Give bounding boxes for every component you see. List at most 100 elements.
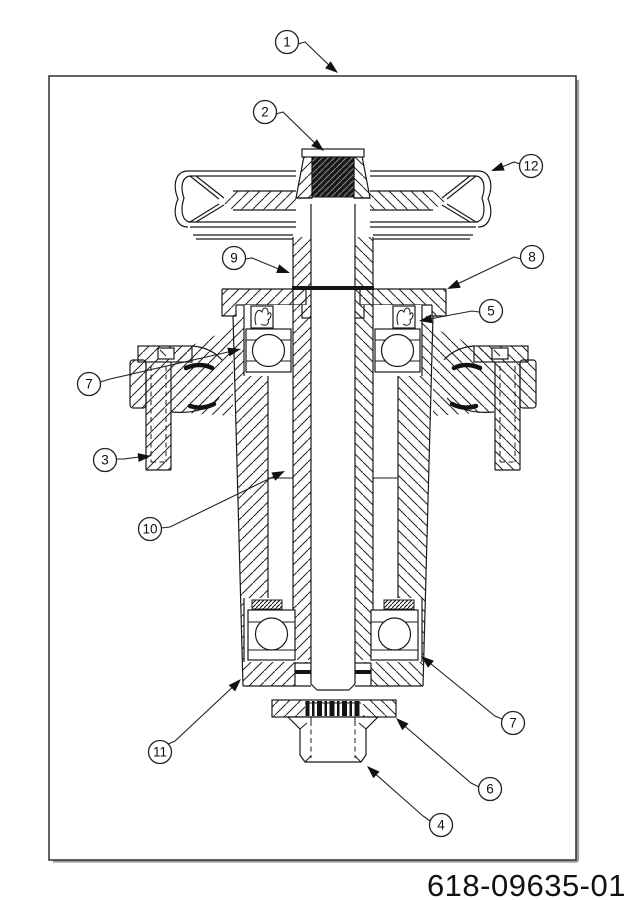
shaft-stud-bolt (295, 148, 371, 199)
bearing-ball (380, 333, 415, 368)
callout-label: 7 (509, 716, 517, 731)
callout-5: 5 (419, 298, 504, 324)
bearing-retainer (383, 599, 415, 610)
callout-9: 9 (221, 245, 290, 273)
stud-washer (301, 148, 365, 158)
arrowhead (227, 347, 241, 357)
callout-label: 9 (230, 251, 238, 266)
collar-right (355, 305, 364, 318)
shaft-shoulder (292, 286, 374, 290)
pulley-rim-right (475, 170, 492, 228)
pulley-rim-left (174, 170, 191, 228)
arrowhead (396, 718, 409, 731)
arrowhead (419, 314, 433, 324)
bearing-bottom-left (247, 599, 296, 661)
arrowhead (491, 162, 505, 171)
pulley (174, 170, 492, 240)
pulley-web-left (219, 191, 296, 210)
callout-label: 2 (261, 105, 269, 120)
fillet-shadow (451, 362, 483, 371)
mounting-arm-right (433, 328, 537, 471)
callout-label: 8 (528, 250, 536, 265)
bearing-seal (396, 307, 414, 326)
hidden-thread (310, 721, 356, 758)
plate-foot-left (222, 305, 236, 316)
spindle-shaft (311, 198, 355, 684)
callout-7-left: 7 (76, 347, 241, 397)
bearing-ball (377, 617, 412, 651)
callout-label: 11 (153, 745, 167, 760)
pulley-web-right (370, 191, 447, 210)
spindle-nut (286, 716, 380, 763)
callout-label: 7 (85, 377, 93, 392)
callout-10: 10 (137, 471, 285, 542)
drawing-frame (48, 75, 580, 863)
bearing-top-right (374, 305, 421, 373)
bearing-seal (254, 307, 272, 326)
arrowhead (367, 766, 380, 779)
callout-12: 12 (491, 153, 544, 179)
shoulder-left (295, 670, 311, 674)
callout-label: 5 (487, 304, 495, 319)
mounting-arm-left (129, 328, 233, 471)
part-number: 618-09635-01 (427, 868, 626, 900)
arrowhead (228, 679, 241, 692)
arrowhead (311, 139, 324, 151)
plate-foot-right (432, 305, 446, 316)
callout-6: 6 (396, 718, 503, 802)
fillet-shadow (449, 401, 479, 410)
arm-post (495, 362, 520, 470)
callout-1: 1 (274, 29, 338, 73)
arm-notch (491, 347, 509, 360)
callouts: 1 2 12 9 8 5 (76, 29, 545, 838)
hidden-bolt-hole (499, 366, 516, 463)
callout-label: 1 (283, 35, 291, 50)
frame-border (48, 75, 577, 861)
housing-top-plate-right (360, 289, 446, 305)
housing-top-plate-left (222, 289, 306, 305)
threaded-stud (311, 156, 355, 198)
hub-left (295, 155, 313, 199)
frame-shadow (53, 80, 580, 863)
arrowhead (325, 61, 338, 73)
callout-4: 4 (367, 766, 454, 838)
bearing-ball (254, 617, 289, 651)
spacer-left (293, 237, 311, 660)
callout-7-right: 7 (421, 656, 526, 736)
arm-lip (129, 359, 147, 409)
arrowhead (421, 656, 434, 668)
arrowhead (447, 279, 461, 289)
shoulder-right (355, 670, 371, 674)
arrowhead (137, 453, 151, 462)
spline-teeth (305, 701, 360, 716)
fillet-shadow (187, 401, 217, 410)
callout-label: 4 (437, 818, 445, 833)
callout-8: 8 (447, 244, 545, 289)
spacer-and-shaft (292, 198, 374, 691)
callout-2: 2 (252, 99, 324, 151)
adapter-right (363, 700, 396, 717)
collar-left (302, 305, 311, 318)
nut-body (286, 716, 380, 763)
arrowhead (271, 471, 285, 481)
callout-label: 12 (523, 159, 538, 174)
spacer-right (355, 237, 373, 660)
hidden-bolt-hole (150, 366, 167, 463)
callout-label: 10 (142, 522, 157, 537)
arm-lip (519, 359, 537, 409)
hub-right (353, 155, 371, 199)
arm-web (433, 328, 495, 416)
callout-3: 3 (92, 447, 151, 473)
bearing-bottom-right (370, 599, 419, 661)
callout-11: 11 (147, 679, 241, 765)
callout-label: 6 (486, 782, 494, 797)
callout-label: 3 (101, 453, 109, 468)
arm-notch (157, 347, 175, 360)
arm-web (171, 328, 233, 416)
fillet-shadow (183, 362, 215, 371)
bearing-retainer (251, 599, 283, 610)
arm-post (146, 362, 171, 470)
adapter-left (272, 700, 305, 717)
bearing-ball (251, 333, 286, 368)
